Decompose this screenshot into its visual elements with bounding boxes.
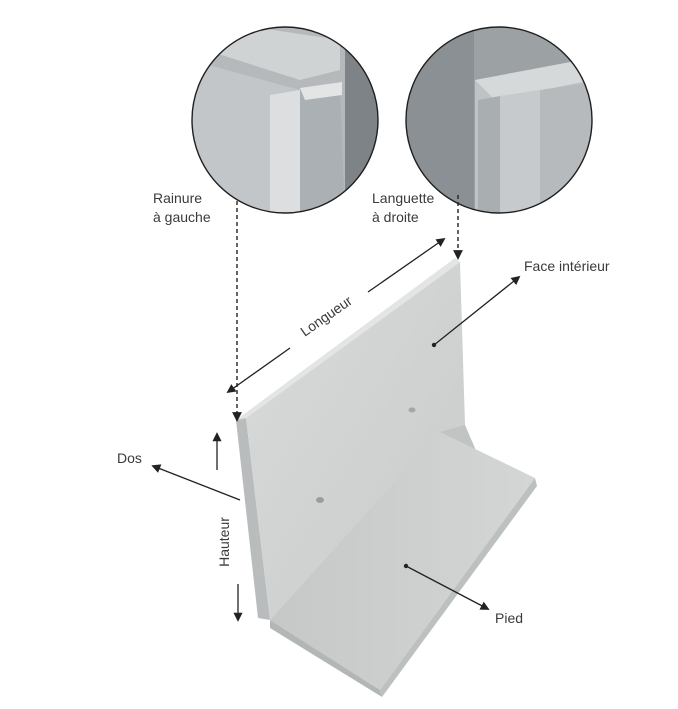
inner-face-arrow [433, 275, 521, 346]
back-label: Dos [117, 450, 142, 466]
inner-face-label: Face intérieur [524, 258, 610, 274]
length-arrow [367, 237, 446, 293]
length-arrow [226, 347, 291, 394]
wall-face [246, 262, 465, 620]
l-wall-element [236, 258, 537, 697]
groove-label: Rainure à gauche [153, 190, 211, 225]
wall-foot [270, 432, 535, 690]
foot-arrow [405, 565, 490, 610]
foot-label: Pied [495, 610, 524, 626]
length-label: Longueur [297, 292, 355, 339]
groove-detail-photo [191, 26, 379, 214]
height-label: Hauteur [216, 517, 232, 567]
lifting-hole [316, 497, 324, 503]
lifting-hole [408, 407, 416, 413]
tongue-label: Languette à droite [372, 190, 435, 225]
tongue-detail-photo [405, 26, 593, 214]
back-arrow [151, 464, 241, 501]
